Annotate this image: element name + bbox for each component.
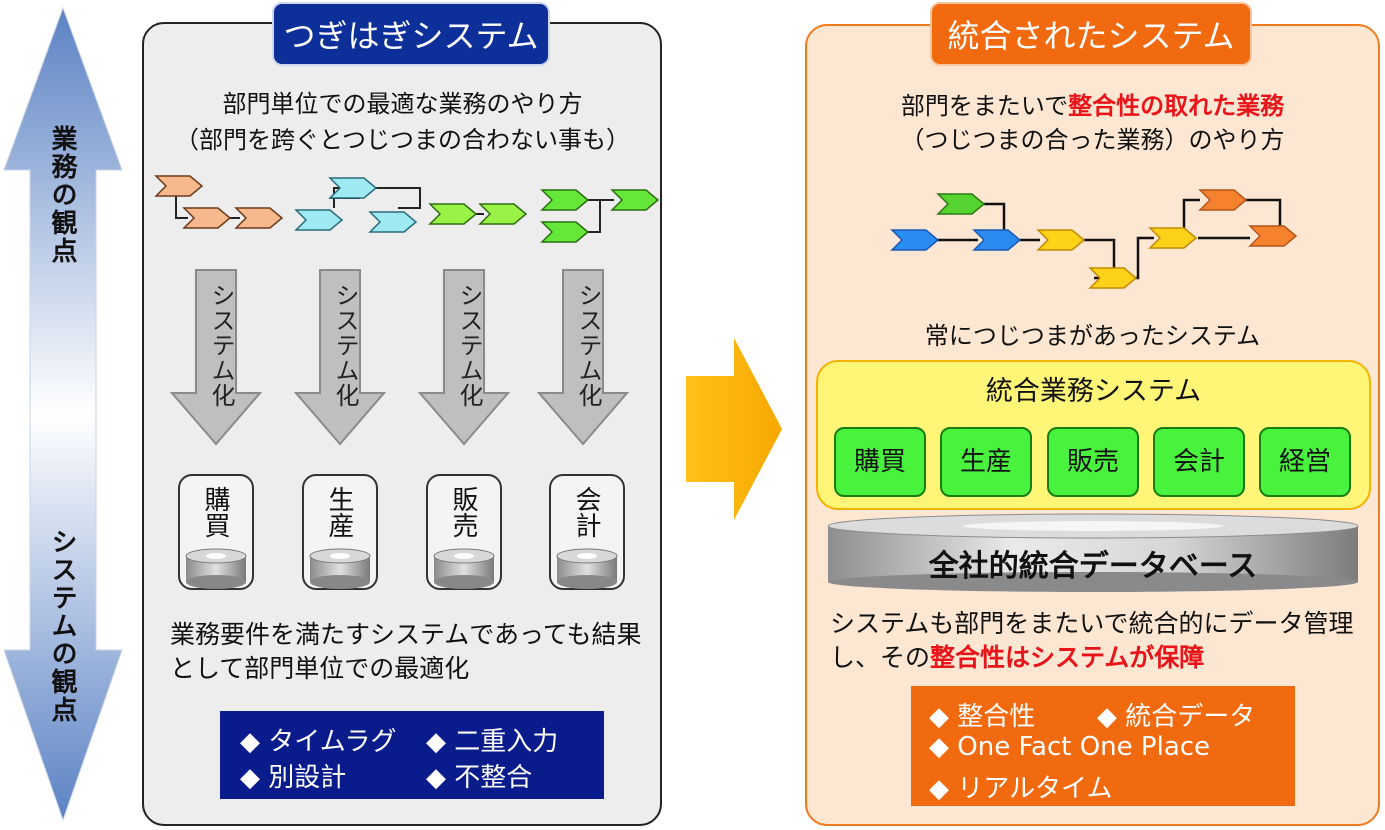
right-desc-line1: 部門をまたいで整合性の取れた業務 [810, 90, 1375, 122]
right-summary-prefix: し、その [830, 643, 931, 672]
benefit-consistency: ◆ 整合性 [929, 702, 1036, 732]
left-desc-line1: 部門単位での最適な業務のやり方 [222, 90, 583, 118]
integrated-database-label: 全社的統合データベース [928, 549, 1258, 584]
right-desc-emphasis: 整合性の取れた業務 [1068, 92, 1285, 120]
dept-label-purchasing: 購買 [200, 486, 230, 538]
systemize-arrows [169, 269, 630, 446]
patchwork-issues-box: ◆ タイムラグ ◆ 二重入力 ◆ 別設計 ◆ 不整合 [220, 711, 604, 799]
module-sales: 販売 [1047, 427, 1139, 497]
left-result-line2: として部門単位での最適化 [170, 654, 470, 683]
departmental-process-flows [154, 175, 660, 243]
patchwork-system-title: つぎはぎシステム [272, 2, 550, 66]
right-desc-line2: （つじつまの合った業務）のやり方 [900, 126, 1285, 154]
dept-label-sales: 販売 [448, 486, 478, 538]
issue-double-entry: ◆ 二重入力 [426, 727, 559, 757]
systemize-label-2: システム化 [331, 283, 359, 408]
perspective-axis-arrow [3, 6, 123, 822]
business-perspective-label: 業務の観点 [47, 125, 77, 265]
systemize-label-4: システム化 [574, 283, 602, 408]
left-result-line1: 業務要件を満たすシステムであっても結果 [170, 620, 642, 649]
module-production: 生産 [940, 427, 1032, 497]
right-summary-line2: し、その整合性はシステムが保障 [830, 642, 1204, 674]
integrated-database-icon [827, 513, 1359, 592]
dept-label-accounting: 会計 [571, 486, 601, 538]
module-purchasing: 購買 [834, 427, 926, 497]
issue-inconsistency: ◆ 不整合 [426, 763, 533, 793]
transition-arrow [686, 338, 782, 520]
issue-separate-design: ◆ 別設計 [240, 763, 347, 793]
module-management: 経営 [1259, 427, 1351, 497]
integrated-business-system-title: 統合業務システム [985, 376, 1202, 407]
integrated-process-flow [890, 189, 1298, 289]
benefit-realtime: ◆ リアルタイム [929, 774, 1113, 804]
integrated-system-title: 統合されたシステム [930, 2, 1252, 66]
issue-timelag: ◆ タイムラグ [240, 727, 397, 757]
right-summary-line1: システムも部門をまたいで統合的にデータ管理 [830, 609, 1354, 638]
benefit-one-fact-one-place: ◆ One Fact One Place [929, 732, 1211, 762]
benefit-integrated-data: ◆ 統合データ [1097, 702, 1256, 732]
left-desc-line2: （部門を跨ぐとつじつまの合わない事も） [174, 126, 631, 154]
dept-label-production: 生産 [324, 486, 354, 538]
module-accounting: 会計 [1153, 427, 1245, 497]
systemize-label-3: システム化 [455, 283, 483, 408]
integration-benefits-box: ◆ 整合性 ◆ 統合データ ◆ One Fact One Place ◆ リアル… [911, 686, 1295, 806]
consistent-system-label: 常につじつまがあったシステム [924, 322, 1261, 350]
system-perspective-label: システムの観点 [47, 528, 77, 724]
right-summary-emphasis: 整合性はシステムが保障 [930, 643, 1205, 672]
right-desc-prefix: 部門をまたいで [900, 92, 1069, 120]
systemize-label-1: システム化 [207, 283, 235, 408]
dept-database-icons [185, 548, 618, 589]
